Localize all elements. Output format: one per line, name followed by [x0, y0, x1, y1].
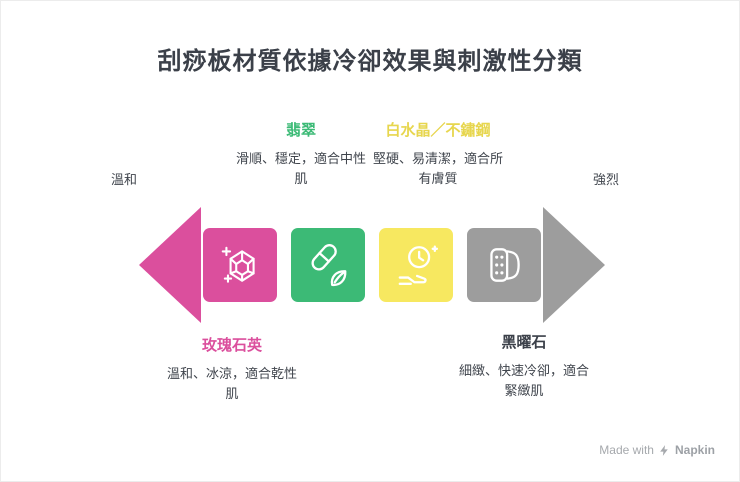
material-tile-jade [291, 228, 365, 302]
material-name-rose-quartz: 玫瑰石英 [201, 337, 262, 354]
material-tile-rose-quartz [203, 228, 277, 302]
material-tile-obsidian [467, 228, 541, 302]
material-description-jade: 滑順、穩定，適合中性肌 [235, 151, 366, 187]
gem-icon [221, 246, 255, 283]
watermark-brand: Napkin [674, 443, 715, 457]
material-description-rose-quartz: 溫和、冰涼，適合乾性肌 [166, 366, 297, 402]
material-label-crystal-steel: 白水晶／不鏽鋼 堅硬、易清潔，適合所有膚質 [368, 119, 508, 189]
material-label-rose-quartz: 玫瑰石英 溫和、冰涼，適合乾性肌 [158, 334, 306, 404]
hand-clock-icon [398, 245, 439, 285]
watermark-text: Made with [599, 443, 654, 457]
capsule-leaf-icon [311, 244, 347, 287]
material-tile-crystal-steel [379, 228, 453, 302]
arrow-left-head [139, 207, 201, 323]
material-description-crystal-steel: 堅硬、易清潔，適合所有膚質 [372, 151, 503, 187]
material-tiles [203, 228, 541, 302]
axis-label-mild: 溫和 [111, 172, 138, 187]
material-label-obsidian: 黑曜石 細緻、快速冷卻，適合緊緻肌 [449, 331, 599, 401]
page-title: 刮痧板材質依據冷卻效果與刺激性分類 [157, 48, 583, 75]
napkin-watermark: Made with Napkin [599, 443, 715, 457]
spectrum-arrow [139, 207, 605, 323]
material-name-jade: 翡翠 [285, 122, 316, 139]
axis-label-strong: 強烈 [593, 172, 620, 187]
arrow-right-head [543, 207, 605, 323]
material-name-obsidian: 黑曜石 [501, 334, 547, 351]
material-description-obsidian: 細緻、快速冷卻，適合緊緻肌 [458, 363, 589, 399]
napkin-logo-icon [660, 444, 668, 456]
bandage-roll-icon [490, 248, 520, 282]
material-name-crystal-steel: 白水晶／不鏽鋼 [385, 122, 491, 139]
material-label-jade: 翡翠 滑順、穩定，適合中性肌 [231, 119, 371, 189]
